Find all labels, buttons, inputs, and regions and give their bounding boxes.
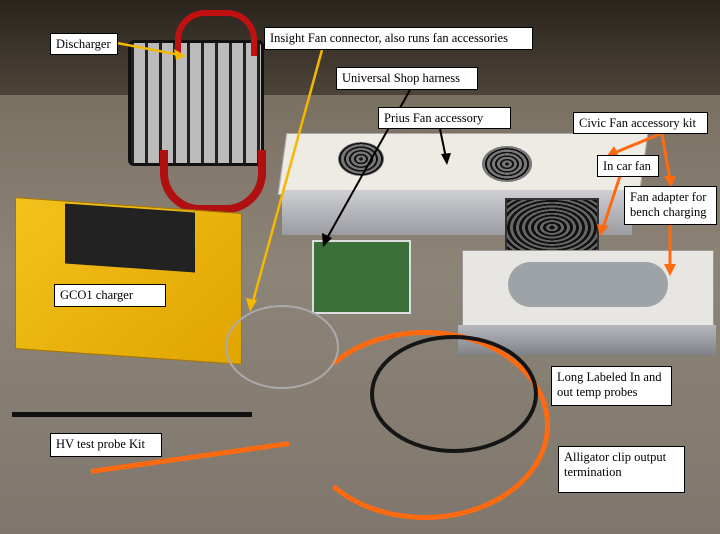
insight-arrowhead [246, 298, 257, 312]
discharger-arrowhead [174, 49, 186, 60]
civic-arrowhead-2 [664, 176, 676, 188]
label-hv-test-probe-kit: HV test probe Kit [50, 433, 162, 457]
discharger-handle [175, 10, 257, 56]
harness-arrowhead [322, 233, 332, 247]
prius-fan-1 [338, 142, 384, 176]
label-gco1-charger: GCO1 charger [54, 284, 166, 307]
label-in-car-fan: In car fan [597, 155, 659, 177]
label-prius-fan-accessory: Prius Fan accessory [378, 107, 511, 129]
in-car-fan-arrowhead [597, 224, 609, 236]
orange-cables [300, 330, 550, 520]
civic-arrow-1 [613, 132, 661, 155]
label-discharger: Discharger [50, 33, 118, 55]
discharger-stand [160, 150, 266, 213]
in-car-fan-arrow [601, 175, 622, 229]
label-civic-fan-kit: Civic Fan accessory kit [573, 112, 708, 134]
harness-board [312, 240, 411, 314]
prius-fan-2 [482, 146, 532, 182]
gray-probe-cables [225, 305, 339, 389]
civic-arrowhead-1 [606, 146, 619, 157]
label-universal-shop-harness: Universal Shop harness [336, 67, 478, 90]
prius-arrow [439, 128, 447, 159]
label-temp-probes: Long Labeled In and out temp probes [551, 366, 672, 406]
discharger-arrow [116, 41, 181, 57]
label-fan-adapter: Fan adapter for bench charging [624, 186, 717, 225]
civic-fan-opening [508, 262, 668, 307]
label-alligator-clip: Alligator clip output termination [558, 446, 685, 493]
fan-adapter-arrowhead [664, 264, 676, 276]
insight-arrow [250, 49, 324, 306]
prius-arrowhead [441, 153, 451, 165]
label-insight-fan-connector: Insight Fan connector, also runs fan acc… [264, 27, 533, 50]
civic-arrow-2 [660, 133, 672, 181]
hv-probe-rod [12, 412, 252, 417]
black-cables [370, 335, 538, 453]
